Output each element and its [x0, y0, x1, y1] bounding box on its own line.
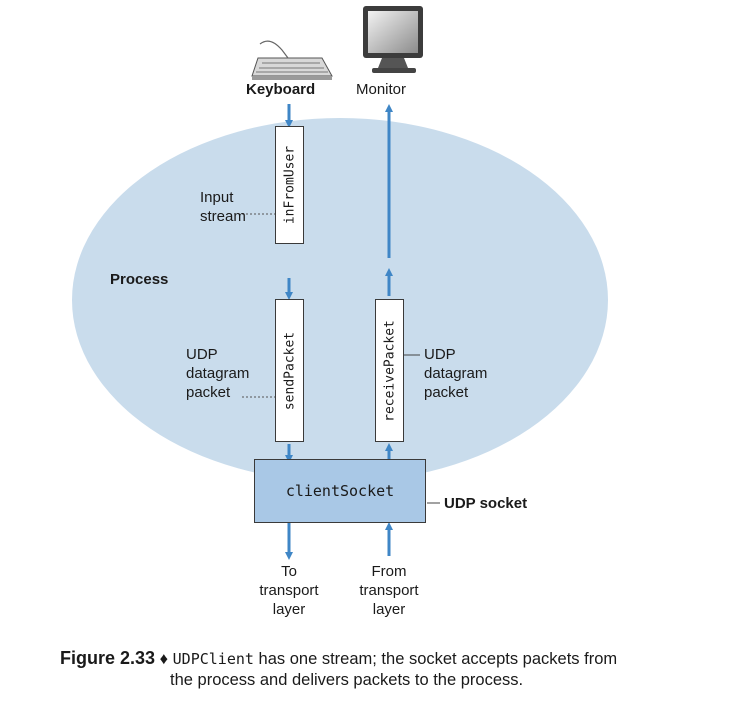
sendpacket-box: sendPacket: [275, 299, 304, 442]
monitor-label: Monitor: [356, 81, 407, 98]
udp-socket-label: UDP socket: [444, 495, 528, 512]
infromuser-box: inFromUser: [275, 126, 304, 244]
to-transport-layer-label: To transport layer: [259, 563, 319, 618]
receivepacket-label: receivePacket: [382, 319, 397, 422]
clientsocket-label: clientSocket: [285, 482, 395, 500]
udp-datagram-packet-left-label: UDP datagram packet: [186, 346, 250, 401]
infromuser-label: inFromUser: [282, 145, 297, 225]
receivepacket-box: receivePacket: [375, 299, 404, 442]
process-region: [72, 118, 608, 482]
sendpacket-label: sendPacket: [282, 331, 297, 410]
udp-datagram-packet-right-label: UDP datagram packet: [424, 346, 488, 401]
caption-code: UDPClient: [172, 650, 254, 668]
clientsocket-box: clientSocket: [254, 459, 426, 523]
arrows: [285, 104, 393, 560]
caption-bullet: ♦: [159, 650, 169, 668]
caption-text-line1: has one stream; the socket accepts packe…: [258, 650, 618, 668]
keyboard-icon: [251, 40, 333, 80]
leader-lines: [242, 213, 276, 398]
monitor-icon: [363, 6, 423, 73]
figure-caption: Figure 2.33 ♦ UDPClient has one stream; …: [60, 648, 732, 691]
process-label: Process: [110, 271, 169, 288]
caption-text-line2: the process and delivers packets to the …: [170, 671, 524, 689]
caption-figure-number: Figure 2.33: [60, 648, 156, 668]
from-transport-layer-label: From transport layer: [359, 563, 419, 618]
keyboard-label: Keyboard: [246, 81, 316, 98]
input-stream-label: Input stream: [200, 189, 246, 225]
